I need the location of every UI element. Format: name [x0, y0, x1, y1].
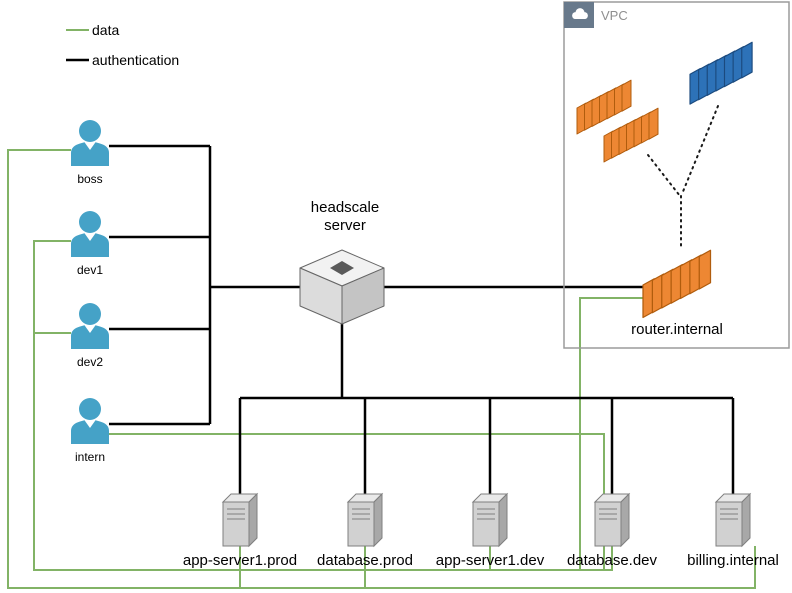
user-intern-label: intern: [75, 450, 105, 464]
server-icon: [472, 493, 508, 547]
server-appserver1-prod: app-server1.prod: [183, 493, 297, 569]
person-icon: [71, 211, 109, 257]
server-icon: [715, 493, 751, 547]
vpc-dotted-link-blue: [681, 105, 719, 195]
server-database-prod: database.prod: [317, 493, 413, 569]
server-icon: [594, 493, 630, 547]
server-database-dev: database.dev: [567, 493, 658, 569]
server-appserver1-prod-label: app-server1.prod: [183, 552, 297, 569]
legend-data-label: data: [92, 22, 119, 38]
data-line-boss: [7, 149, 756, 589]
cloud-icon: [572, 8, 588, 19]
auth-connections: [109, 144, 735, 494]
vpc-group: VPC router.internal: [563, 1, 790, 349]
server-database-dev-label: database.dev: [567, 552, 658, 569]
headscale-server-node: headscale server: [299, 199, 385, 325]
server-icon: [347, 493, 383, 547]
server-icon: [222, 493, 258, 547]
person-icon: [71, 120, 109, 166]
person-icon: [71, 303, 109, 349]
vpc-border: [563, 1, 790, 349]
cube-icon: [299, 249, 385, 325]
user-dev2: dev2: [71, 303, 109, 369]
headscale-label-line2: server: [324, 217, 366, 234]
user-dev1-label: dev1: [77, 263, 103, 277]
router-internal-node: router.internal: [631, 249, 723, 338]
user-dev2-label: dev2: [77, 355, 103, 369]
container-stack-blue-icon: [689, 41, 753, 105]
server-database-prod-label: database.prod: [317, 552, 413, 569]
user-intern: intern: [71, 398, 109, 464]
person-icon: [71, 398, 109, 444]
vpc-dotted-link-orange: [647, 154, 681, 197]
legend: data authentication: [66, 22, 179, 68]
server-appserver1-dev-label: app-server1.dev: [436, 552, 545, 569]
legend-auth-label: authentication: [92, 52, 179, 68]
data-line-dev1: [33, 240, 613, 571]
headscale-label-line1: headscale: [311, 199, 379, 216]
data-line-router: [579, 297, 648, 570]
router-stack-icon: [642, 249, 712, 319]
vpc-label: VPC: [601, 8, 628, 23]
user-dev1: dev1: [71, 211, 109, 277]
user-boss-label: boss: [77, 172, 102, 186]
router-internal-label: router.internal: [631, 321, 723, 338]
server-billing-internal-label: billing.internal: [687, 552, 779, 569]
server-billing-internal: billing.internal: [687, 493, 779, 569]
user-boss: boss: [71, 120, 109, 186]
server-appserver1-dev: app-server1.dev: [436, 493, 545, 569]
